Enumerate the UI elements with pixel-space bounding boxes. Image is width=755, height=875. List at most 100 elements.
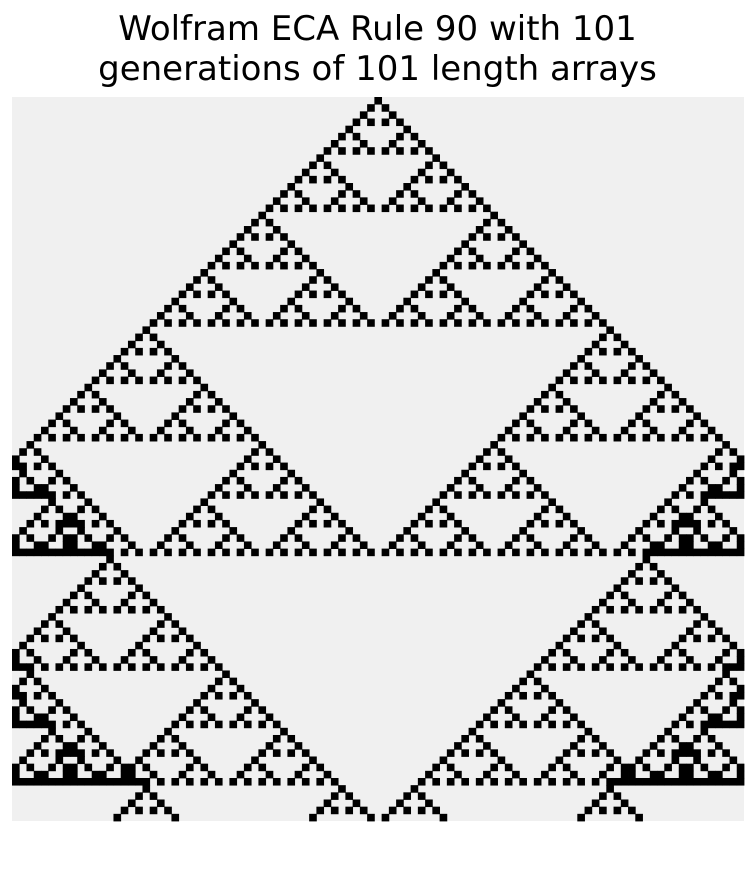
live-cell bbox=[301, 777, 310, 786]
live-cell bbox=[294, 247, 303, 256]
live-cell bbox=[533, 541, 542, 550]
live-cell bbox=[98, 426, 107, 435]
live-cell bbox=[77, 433, 85, 442]
live-cell bbox=[106, 548, 114, 557]
live-cell bbox=[439, 519, 448, 528]
live-cell bbox=[98, 605, 107, 614]
live-cell bbox=[12, 455, 20, 463]
live-cell bbox=[294, 290, 303, 299]
live-cell bbox=[120, 376, 129, 385]
live-cell bbox=[178, 376, 187, 385]
live-cell bbox=[707, 663, 716, 671]
live-cell bbox=[164, 347, 172, 356]
live-cell bbox=[606, 326, 614, 334]
live-cell bbox=[570, 304, 578, 313]
live-cell bbox=[113, 412, 122, 420]
live-cell bbox=[555, 276, 564, 284]
live-cell bbox=[185, 777, 194, 786]
live-cell bbox=[548, 777, 556, 786]
live-cell bbox=[243, 254, 252, 263]
live-cell bbox=[149, 376, 158, 385]
live-cell bbox=[185, 749, 194, 757]
live-cell bbox=[577, 620, 585, 628]
live-cell bbox=[91, 519, 100, 528]
live-cell bbox=[330, 168, 339, 177]
live-cell bbox=[628, 806, 636, 815]
live-cell bbox=[678, 519, 687, 528]
live-cell bbox=[722, 548, 730, 557]
live-cell bbox=[432, 763, 441, 772]
live-cell bbox=[33, 720, 42, 729]
live-cell bbox=[483, 491, 491, 499]
live-cell bbox=[251, 491, 259, 499]
live-cell bbox=[584, 534, 593, 542]
live-cell bbox=[251, 233, 259, 241]
live-cell bbox=[33, 677, 42, 686]
live-cell bbox=[345, 125, 354, 134]
live-cell bbox=[613, 792, 622, 800]
live-cell bbox=[555, 756, 564, 765]
live-cell bbox=[541, 519, 549, 528]
live-cell bbox=[48, 419, 56, 428]
live-cell bbox=[584, 376, 593, 385]
live-cell bbox=[338, 290, 346, 299]
live-cell bbox=[381, 104, 390, 112]
live-cell bbox=[707, 713, 716, 722]
live-cell bbox=[468, 247, 477, 256]
live-cell bbox=[497, 491, 506, 499]
live-cell bbox=[555, 405, 564, 413]
live-cell bbox=[678, 591, 687, 600]
live-cell bbox=[519, 691, 527, 700]
live-cell bbox=[258, 706, 267, 714]
live-cell bbox=[526, 534, 535, 542]
live-cell bbox=[504, 777, 513, 786]
live-cell bbox=[693, 699, 701, 707]
live-cell bbox=[113, 756, 122, 765]
live-cell bbox=[490, 777, 498, 786]
live-cell bbox=[84, 777, 93, 786]
live-cell bbox=[91, 656, 100, 664]
live-cell bbox=[678, 605, 687, 614]
live-cell bbox=[642, 749, 651, 757]
live-cell bbox=[446, 484, 455, 492]
live-cell bbox=[707, 548, 716, 557]
live-cell bbox=[33, 548, 42, 557]
live-cell bbox=[475, 777, 484, 786]
live-cell bbox=[678, 749, 687, 757]
live-cell bbox=[265, 742, 274, 750]
live-cell bbox=[649, 541, 658, 550]
live-cell bbox=[700, 763, 709, 772]
live-cell bbox=[439, 548, 448, 557]
live-cell bbox=[12, 684, 20, 693]
live-cell bbox=[446, 763, 455, 772]
live-cell bbox=[584, 319, 593, 327]
live-cell bbox=[243, 720, 252, 729]
live-cell bbox=[671, 756, 680, 765]
live-cell bbox=[533, 677, 542, 686]
live-cell bbox=[454, 476, 462, 485]
live-cell bbox=[541, 713, 549, 722]
live-cell bbox=[55, 605, 64, 614]
live-cell bbox=[91, 777, 100, 786]
live-cell bbox=[156, 541, 165, 550]
live-cell bbox=[700, 720, 709, 729]
live-cell bbox=[338, 785, 346, 793]
live-cell bbox=[330, 312, 339, 320]
live-cell bbox=[729, 448, 738, 456]
live-cell bbox=[533, 720, 542, 729]
live-cell bbox=[12, 770, 20, 779]
live-cell bbox=[642, 763, 651, 772]
live-cell bbox=[55, 505, 64, 514]
live-cell bbox=[686, 598, 694, 607]
live-cell bbox=[309, 204, 317, 213]
live-cell bbox=[541, 770, 549, 779]
live-cell bbox=[736, 534, 745, 542]
live-cell bbox=[178, 656, 187, 664]
live-cell bbox=[55, 777, 64, 786]
live-cell bbox=[526, 433, 535, 442]
live-cell bbox=[33, 484, 42, 492]
live-cell bbox=[120, 548, 129, 557]
live-cell bbox=[707, 620, 716, 628]
live-cell bbox=[417, 140, 426, 148]
live-cell bbox=[193, 519, 201, 528]
